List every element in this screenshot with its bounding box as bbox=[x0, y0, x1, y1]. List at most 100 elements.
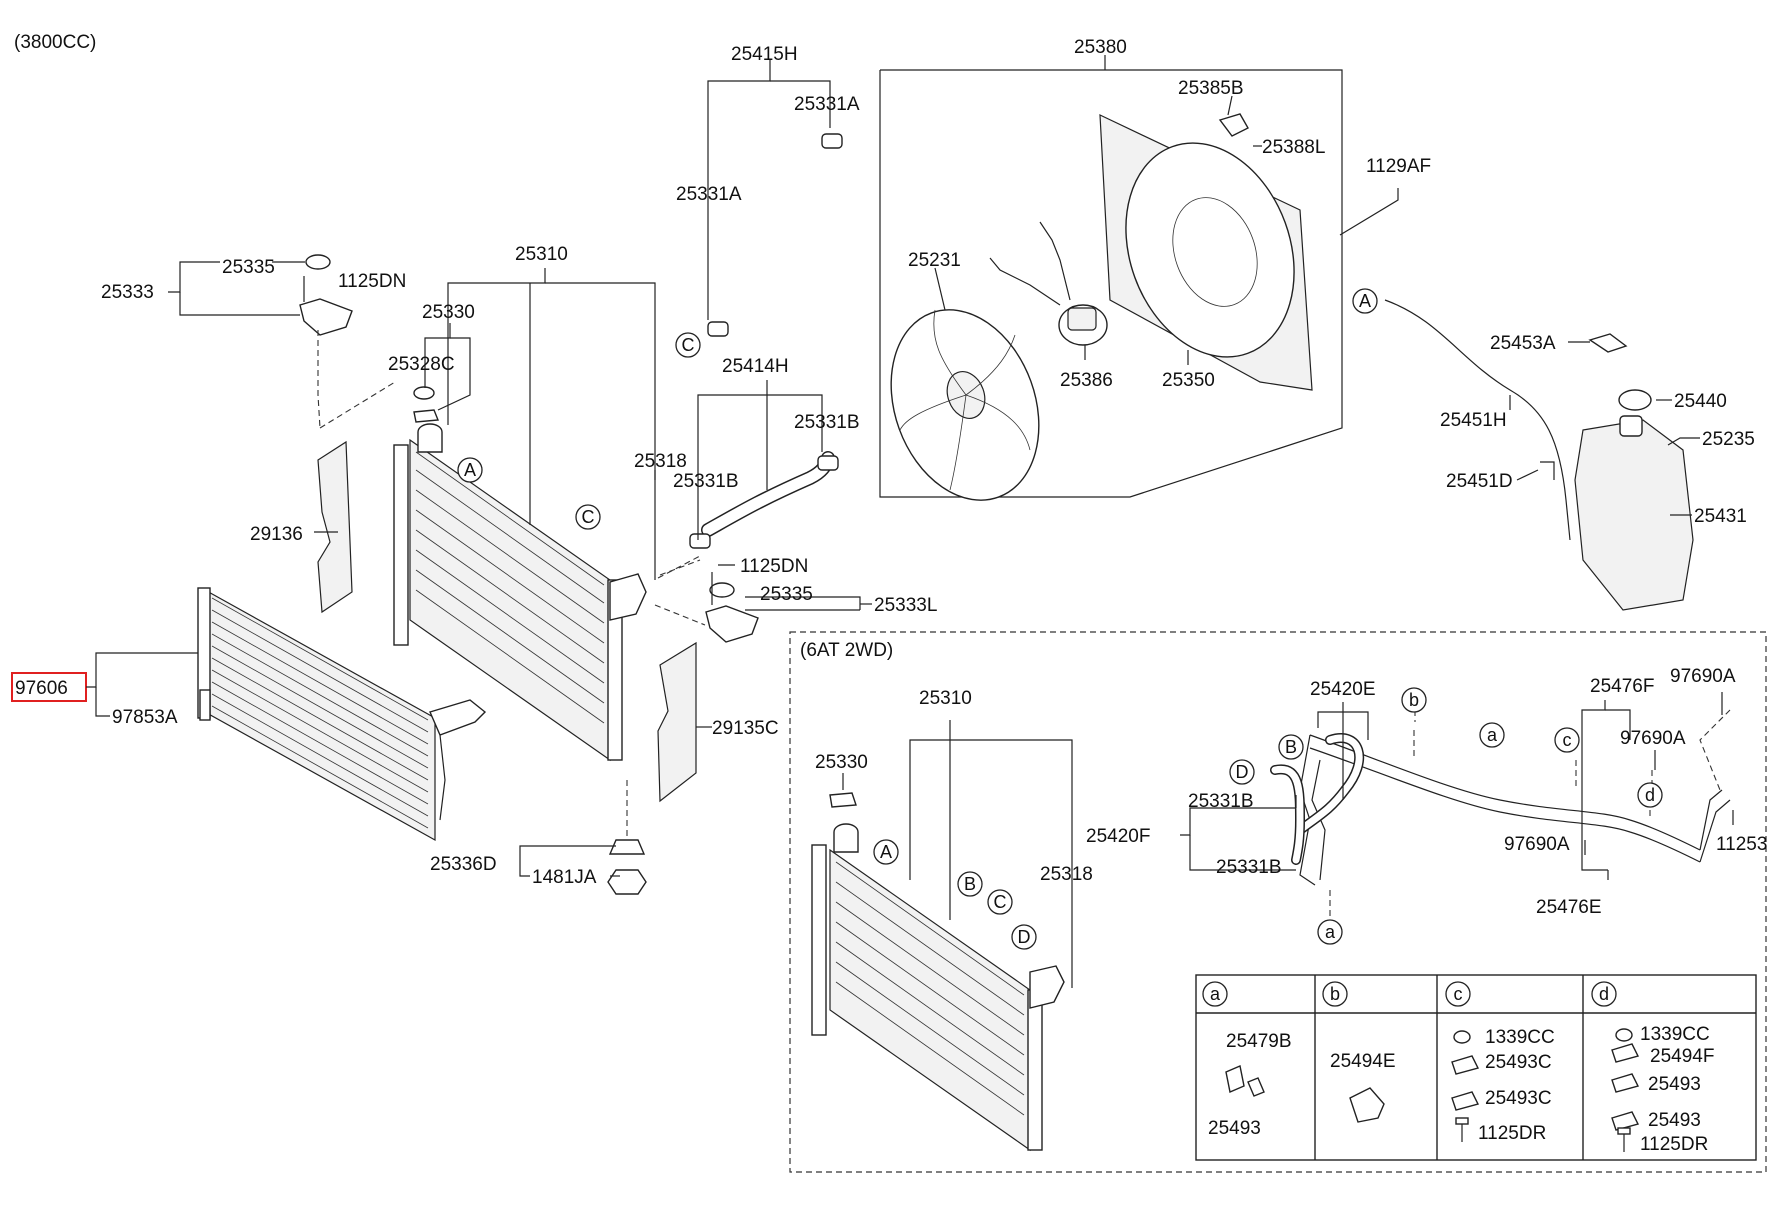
part-label-25385B[interactable]: 25385B bbox=[1178, 78, 1244, 99]
clamp-25331B-bottom-drawing bbox=[689, 533, 711, 549]
part-label-25331B-bottom[interactable]: 25331B bbox=[673, 471, 739, 492]
part-label-11253[interactable]: 11253 bbox=[1716, 834, 1767, 855]
clamp-25331B-top-drawing bbox=[817, 455, 839, 471]
clamp-25331A-top-drawing bbox=[821, 133, 843, 149]
part-label-1125DN-mid[interactable]: 1125DN bbox=[740, 556, 808, 577]
callout-A-reservoir: A bbox=[1359, 291, 1371, 311]
part-label-25335-mid[interactable]: 25335 bbox=[760, 584, 813, 605]
callout-b-lines: b bbox=[1409, 690, 1419, 710]
part-label-25331B-top[interactable]: 25331B bbox=[794, 412, 860, 433]
fan-assembly-bracket bbox=[879, 69, 1343, 498]
table-c-item-4[interactable]: 1125DR bbox=[1478, 1123, 1546, 1144]
bracket-25453A-drawing bbox=[1588, 333, 1628, 353]
bracket-25333L-drawing bbox=[705, 605, 759, 643]
transmission-variant-frame bbox=[789, 631, 1767, 1173]
part-label-25310[interactable]: 25310 bbox=[515, 244, 568, 265]
grommet-25335-mid-drawing bbox=[709, 582, 735, 598]
table-b-item-1[interactable]: 25494E bbox=[1330, 1051, 1396, 1072]
transmission-variant-label: (6AT 2WD) bbox=[800, 640, 893, 661]
part-label-25414H[interactable]: 25414H bbox=[722, 356, 789, 377]
callout-A-6at: A bbox=[880, 842, 892, 862]
part-label-97690A-top[interactable]: 97690A bbox=[1670, 666, 1736, 687]
part-label-25330-6at[interactable]: 25330 bbox=[815, 752, 868, 773]
part-label-25330[interactable]: 25330 bbox=[422, 302, 475, 323]
callout-a-lines: a bbox=[1487, 725, 1498, 745]
table-a-item-1[interactable]: 25479B bbox=[1226, 1031, 1292, 1052]
reservoir-drawing bbox=[1574, 389, 1694, 611]
table-header-a: a bbox=[1210, 984, 1221, 1004]
callout-B-6at: B bbox=[964, 874, 976, 894]
part-label-29135C[interactable]: 29135C bbox=[712, 718, 779, 739]
part-label-1129AF[interactable]: 1129AF bbox=[1366, 156, 1431, 177]
callout-C-hose: C bbox=[682, 335, 695, 355]
table-part-drawings bbox=[1225, 1028, 1640, 1152]
clamp-25331A-bottom-drawing bbox=[707, 321, 729, 337]
part-label-25451H[interactable]: 25451H bbox=[1440, 410, 1507, 431]
table-d-item-1[interactable]: 1339CC bbox=[1640, 1024, 1710, 1045]
fan-motor-drawing bbox=[989, 221, 1108, 346]
bracket-29136-drawing bbox=[317, 440, 353, 614]
table-c-item-2[interactable]: 25493C bbox=[1485, 1052, 1552, 1073]
radiator-6at-drawing bbox=[811, 823, 1065, 1152]
oil-cooler-lines-drawing bbox=[1270, 733, 1731, 886]
table-a-item-2[interactable]: 25493 bbox=[1208, 1118, 1261, 1139]
part-label-25310-6at[interactable]: 25310 bbox=[919, 688, 972, 709]
part-label-97853A[interactable]: 97853A bbox=[112, 707, 178, 728]
part-label-25440[interactable]: 25440 bbox=[1674, 391, 1727, 412]
part-label-1481JA[interactable]: 1481JA bbox=[532, 867, 597, 888]
part-label-25331B-6at-bottom[interactable]: 25331B bbox=[1216, 857, 1282, 878]
fan-blade-drawing bbox=[890, 309, 1040, 501]
table-d-item-4[interactable]: 25493 bbox=[1648, 1110, 1701, 1131]
table-d-item-2[interactable]: 25494F bbox=[1650, 1046, 1714, 1067]
table-labels: 25479B 25493 25494E 1339CC 25493C 25493C… bbox=[1208, 1024, 1714, 1155]
part-label-25476E[interactable]: 25476E bbox=[1536, 897, 1602, 918]
plug-1481JA-drawing bbox=[607, 869, 647, 895]
part-label-25380[interactable]: 25380 bbox=[1074, 37, 1127, 58]
table-d-item-3[interactable]: 25493 bbox=[1648, 1074, 1701, 1095]
condenser-drawing bbox=[197, 587, 487, 842]
callout-C-6at: C bbox=[994, 892, 1007, 912]
part-label-25476F[interactable]: 25476F bbox=[1590, 676, 1654, 697]
table-header-c: c bbox=[1454, 984, 1463, 1004]
part-label-1125DN-top[interactable]: 1125DN bbox=[338, 271, 406, 292]
part-label-97690A-mid[interactable]: 97690A bbox=[1620, 728, 1686, 749]
part-label-25420F[interactable]: 25420F bbox=[1086, 826, 1150, 847]
part-label-25350[interactable]: 25350 bbox=[1162, 370, 1215, 391]
part-label-25388L[interactable]: 25388L bbox=[1262, 137, 1325, 158]
part-label-25336D[interactable]: 25336D bbox=[430, 854, 497, 875]
part-label-25318[interactable]: 25318 bbox=[634, 451, 687, 472]
seal-plate-drawing bbox=[413, 409, 439, 423]
part-label-25431[interactable]: 25431 bbox=[1694, 506, 1747, 527]
part-label-25386[interactable]: 25386 bbox=[1060, 370, 1113, 391]
seal-6at-drawing bbox=[829, 792, 857, 808]
part-label-25331A-top[interactable]: 25331A bbox=[794, 94, 860, 115]
part-label-97606[interactable]: 97606 bbox=[15, 678, 68, 699]
part-label-25451D[interactable]: 25451D bbox=[1446, 471, 1513, 492]
drain-plug-25336D-drawing bbox=[608, 839, 646, 855]
part-label-25235[interactable]: 25235 bbox=[1702, 429, 1755, 450]
part-label-25335-top[interactable]: 25335 bbox=[222, 257, 275, 278]
part-label-25331B-6at-top[interactable]: 25331B bbox=[1188, 791, 1254, 812]
part-label-25231[interactable]: 25231 bbox=[908, 250, 961, 271]
part-label-25420E[interactable]: 25420E bbox=[1310, 679, 1376, 700]
part-label-29136[interactable]: 29136 bbox=[250, 524, 303, 545]
callout-c-lines: c bbox=[1563, 730, 1572, 750]
engine-variant-label: (3800CC) bbox=[14, 32, 96, 53]
part-label-25333L[interactable]: 25333L bbox=[874, 595, 937, 616]
table-c-item-1[interactable]: 1339CC bbox=[1485, 1027, 1555, 1048]
part-label-25453A[interactable]: 25453A bbox=[1490, 333, 1556, 354]
table-header-d: d bbox=[1599, 984, 1609, 1004]
part-label-25318-6at[interactable]: 25318 bbox=[1040, 864, 1093, 885]
part-label-97690A-bottom[interactable]: 97690A bbox=[1504, 834, 1570, 855]
callout-D-lines: D bbox=[1236, 762, 1249, 782]
part-label-25331A-bottom[interactable]: 25331A bbox=[676, 184, 742, 205]
table-d-item-5[interactable]: 1125DR bbox=[1640, 1134, 1708, 1155]
clip-25385B-drawing bbox=[1218, 113, 1249, 137]
part-label-25328C[interactable]: 25328C bbox=[388, 354, 455, 375]
table-c-item-3[interactable]: 25493C bbox=[1485, 1088, 1552, 1109]
part-label-25415H[interactable]: 25415H bbox=[731, 44, 798, 65]
callouts: A C C A A B C D B D b a c d a a b c bbox=[457, 288, 1663, 1007]
part-label-25333[interactable]: 25333 bbox=[101, 282, 154, 303]
callout-B-lines: B bbox=[1285, 737, 1297, 757]
